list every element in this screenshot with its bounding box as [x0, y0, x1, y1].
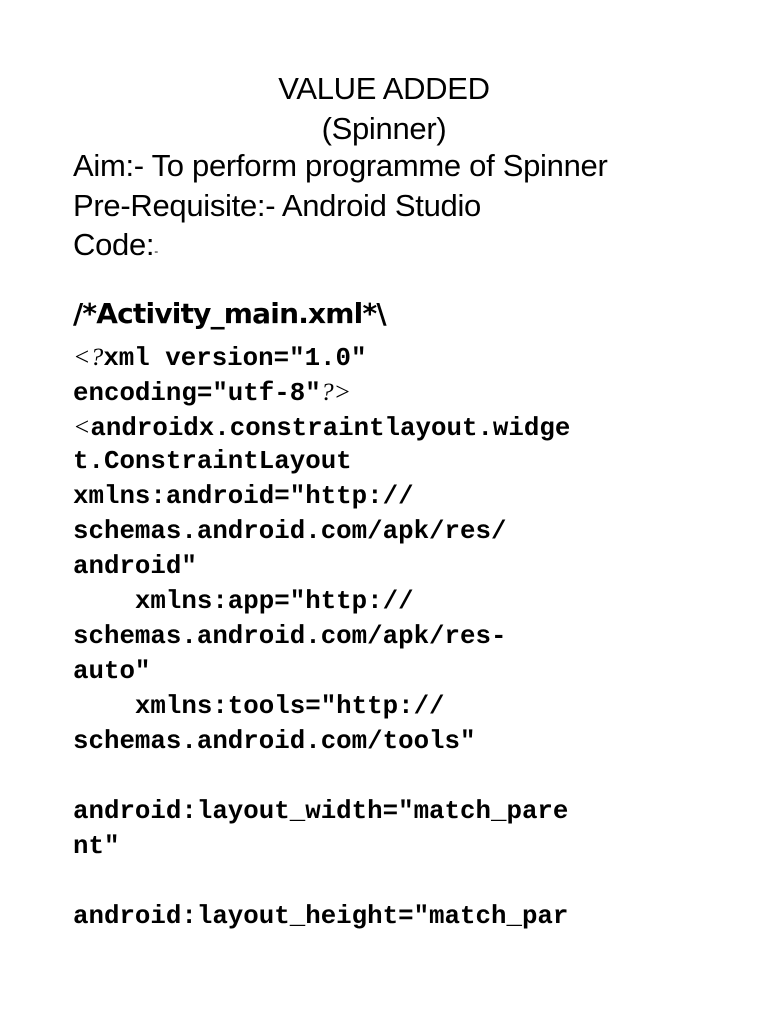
code-line: schemas.android.com/apk/res- [73, 622, 507, 651]
prerequisite-line: Pre-Requisite:- Android Studio [73, 188, 482, 223]
code-line: android" [73, 552, 197, 581]
code-line: encoding="utf-8"?> [73, 377, 352, 408]
code-line: xmlns:android="http:// [73, 482, 414, 511]
document-title: VALUE ADDED [278, 71, 490, 106]
code-line: schemas.android.com/tools" [73, 727, 476, 756]
code-line: android:layout_width="match_pare [73, 797, 569, 826]
code-line: xmlns:app="http:// [73, 587, 414, 616]
code-line: xmlns:tools="http:// [73, 692, 445, 721]
code-block: <?xml version="1.0" encoding="utf-8"?> <an… [73, 339, 753, 934]
code-line: auto" [73, 657, 151, 686]
code-label: Code: [73, 227, 155, 262]
aim-line: Aim:- To perform programme of Spinner [73, 148, 608, 183]
document-subtitle: (Spinner) [321, 111, 447, 146]
code-line [73, 759, 753, 794]
code-line: schemas.android.com/apk/res/ [73, 517, 507, 546]
code-line [73, 864, 753, 899]
code-line: nt" [73, 832, 120, 861]
code-label-line: Code:- [73, 226, 158, 270]
code-line: android:layout_height="match_par [73, 902, 569, 931]
code-line: <androidx.constraintlayout.widge [73, 412, 571, 443]
code-line: t.ConstraintLayout [73, 447, 352, 476]
file-heading: /*Activity_main.xml*\ [73, 297, 387, 330]
code-label-dash: - [154, 244, 158, 258]
code-line: <?xml version="1.0" [73, 342, 367, 373]
